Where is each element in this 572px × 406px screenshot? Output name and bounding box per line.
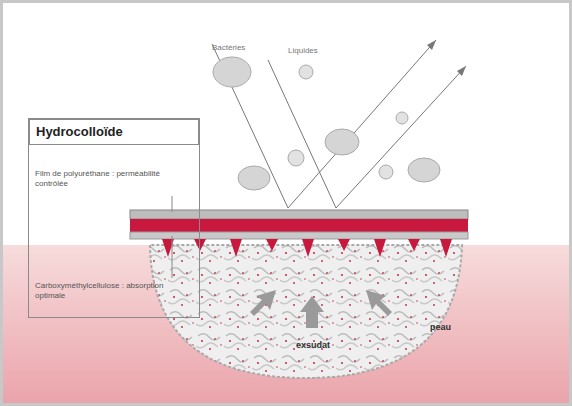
exudate-arrows (250, 290, 392, 328)
part-label: Liquides (288, 46, 318, 55)
absorption-arrow (302, 239, 314, 257)
absorption-arrow (374, 239, 386, 257)
ray-heads (427, 40, 466, 76)
legend-text: Film de polyuréthane : perméabilité cont… (35, 169, 175, 189)
polyurethane-film (130, 210, 468, 219)
part-label: Bactéries (212, 43, 245, 52)
leader-lines (172, 196, 173, 278)
absorption-arrows (162, 239, 452, 257)
absorption-arrow (266, 239, 278, 251)
absorption-arrow (230, 239, 242, 257)
part-label: peau (430, 322, 451, 332)
skin (3, 245, 569, 403)
legend-heading: Hydrocolloïde (29, 119, 199, 145)
hydrocolloid-layer (130, 219, 468, 232)
part-label: exsudat (296, 340, 330, 350)
absorption-arrow (338, 239, 350, 251)
absorption-arrow (408, 239, 420, 251)
legend-box: HydrocolloïdeFilm de polyuréthane : perm… (28, 118, 200, 318)
wound-gel (150, 245, 462, 378)
rays (212, 40, 466, 208)
contact-layer (130, 232, 468, 239)
legend-text: Carboxyméthylcellulose : absorption opti… (35, 281, 175, 301)
absorption-arrow (194, 239, 206, 251)
absorption-arrow (440, 239, 452, 257)
particles (213, 57, 440, 190)
